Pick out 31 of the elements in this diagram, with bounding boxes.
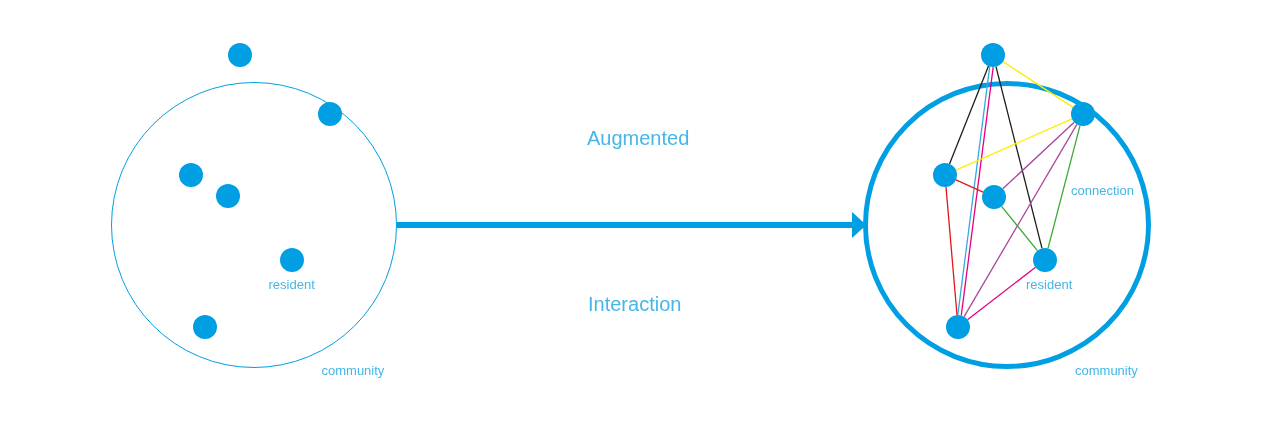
annotation-text: connection: [1071, 183, 1134, 199]
node-dot: [192, 314, 217, 339]
arrow-caption: Augmented: [587, 126, 690, 150]
dot-caption: resident: [1026, 277, 1073, 293]
connection-line: [945, 186, 958, 316]
connection-line: [1002, 60, 1074, 109]
connection-line: [995, 65, 1043, 250]
node-dot: [982, 185, 1006, 209]
arrow: [397, 211, 867, 239]
connection-line: [966, 266, 1037, 321]
circle-caption: community: [1075, 363, 1138, 379]
node-dot: [933, 163, 957, 187]
connection-line: [1047, 124, 1081, 250]
node-dot: [317, 101, 342, 126]
connection-line: [963, 123, 1078, 318]
node-dot: [215, 183, 240, 208]
node-dot: [1071, 102, 1095, 126]
node-dot: [1033, 248, 1057, 272]
connection-line: [1000, 205, 1039, 252]
circle-caption: community: [321, 362, 385, 379]
connection-line: [955, 179, 984, 193]
connection-line: [955, 118, 1073, 171]
node-dot: [228, 43, 252, 67]
node-dot: [981, 43, 1005, 67]
node-dot: [946, 315, 970, 339]
connection-line: [1002, 121, 1075, 190]
node-dot: [279, 247, 304, 272]
dot-caption: resident: [268, 276, 315, 293]
connection-line: [948, 65, 990, 165]
arrow-caption: Interaction: [588, 292, 682, 316]
node-dot: [178, 162, 203, 187]
